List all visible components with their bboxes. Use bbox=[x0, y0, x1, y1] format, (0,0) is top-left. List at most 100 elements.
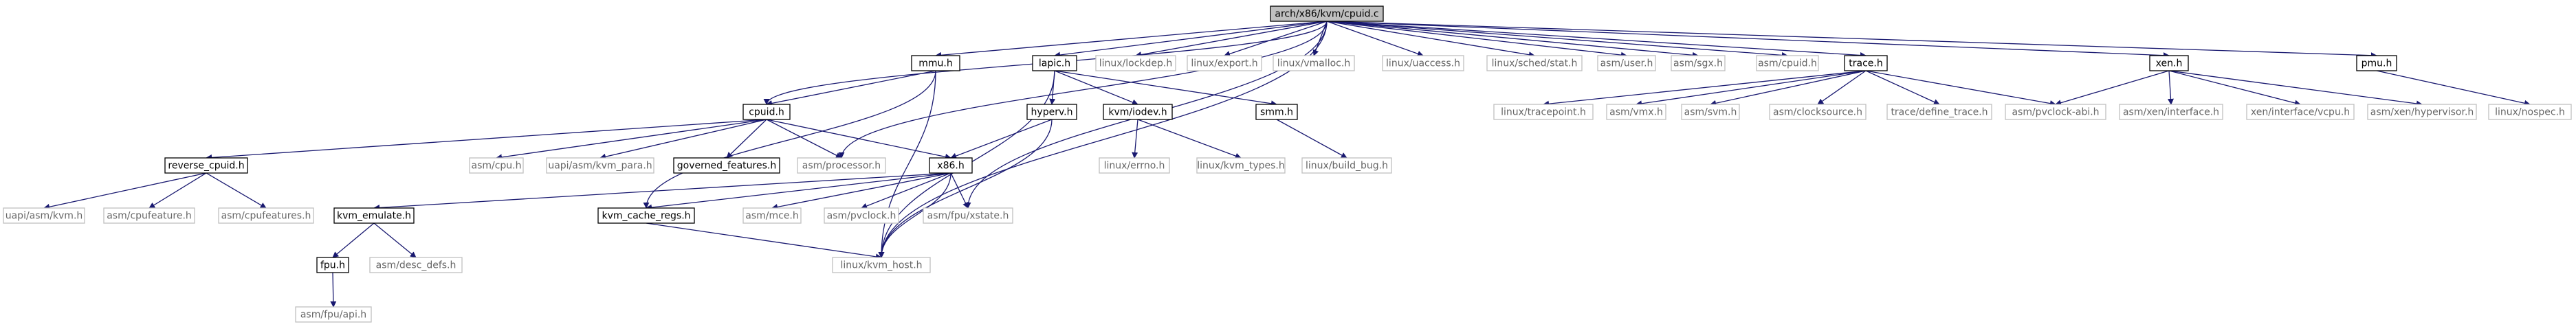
node-label: trace.h bbox=[1849, 58, 1882, 69]
node-asmsvm: asm/svm.h bbox=[1681, 104, 1740, 120]
node-label: linux/kvm_types.h bbox=[1197, 161, 1284, 172]
edge-kvmiodev-to-errno bbox=[1132, 119, 1138, 159]
node-nospec: linux/nospec.h bbox=[2488, 104, 2572, 120]
node-label: trace/define_trace.h bbox=[1891, 107, 1988, 118]
node-label: lapic.h bbox=[1039, 58, 1070, 69]
node-cpuid[interactable]: cpuid.h bbox=[742, 104, 791, 120]
node-label: governed_features.h bbox=[677, 161, 776, 172]
node-hyperv[interactable]: hyperv.h bbox=[1026, 104, 1077, 120]
node-box bbox=[316, 257, 349, 273]
node-box bbox=[929, 157, 973, 174]
node-box bbox=[2367, 104, 2477, 120]
node-uaccess: linux/uaccess.h bbox=[1382, 55, 1464, 71]
node-uapikvm: uapi/asm/kvm.h bbox=[3, 207, 85, 224]
node-box bbox=[469, 157, 524, 174]
node-trace[interactable]: trace.h bbox=[1844, 55, 1888, 71]
node-asmpvclock: asm/pvclock.h bbox=[824, 207, 899, 224]
node-label: asm/pvclock-abi.h bbox=[2012, 107, 2099, 118]
node-mmu[interactable]: mmu.h bbox=[911, 55, 960, 71]
node-label: reverse_cpuid.h bbox=[168, 161, 244, 172]
node-vmalloc: linux/vmalloc.h bbox=[1273, 55, 1355, 71]
node-box bbox=[2005, 104, 2106, 120]
node-x86[interactable]: x86.h bbox=[929, 157, 973, 174]
node-label: linux/tracepoint.h bbox=[1501, 107, 1586, 118]
node-governed[interactable]: governed_features.h bbox=[673, 157, 780, 174]
node-lapic[interactable]: lapic.h bbox=[1032, 55, 1077, 71]
node-box bbox=[1886, 104, 1992, 120]
node-box bbox=[103, 207, 195, 224]
edge-trace-to-definetrace bbox=[1865, 70, 1940, 105]
edge-hyperv-to-x86 bbox=[950, 119, 1053, 159]
edge-mmu-to-cpuid bbox=[766, 70, 936, 106]
node-box bbox=[2119, 104, 2223, 120]
node-asmsgx: asm/sgx.h bbox=[1671, 55, 1726, 71]
edge-lapic-to-smm bbox=[1054, 70, 1277, 107]
node-box bbox=[1270, 5, 1384, 22]
node-label: asm/clocksource.h bbox=[1773, 107, 1862, 118]
node-box bbox=[597, 207, 695, 224]
edge-x86-to-kvmcacheregs bbox=[646, 172, 951, 211]
node-cpufeature: asm/cpufeature.h bbox=[103, 207, 195, 224]
node-xen[interactable]: xen.h bbox=[2149, 55, 2189, 71]
edge-trace-to-asmsvm bbox=[1710, 70, 1867, 106]
node-box bbox=[2488, 104, 2572, 120]
edge-root-to-asmuser bbox=[1326, 21, 1627, 58]
node-root[interactable]: arch/x86/kvm/cpuid.c bbox=[1270, 5, 1384, 22]
node-clocksource: asm/clocksource.h bbox=[1769, 104, 1867, 120]
node-reversecpuid[interactable]: reverse_cpuid.h bbox=[164, 157, 248, 174]
edge-xen-to-xeninterface bbox=[2168, 70, 2174, 105]
node-fpuxstate: asm/fpu/xstate.h bbox=[923, 207, 1013, 224]
node-label: linux/errno.h bbox=[1104, 161, 1165, 172]
edge-xen-to-xenvcpu bbox=[2168, 70, 2301, 106]
node-kvmemulate[interactable]: kvm_emulate.h bbox=[333, 207, 415, 224]
node-box bbox=[1196, 157, 1286, 174]
node-label: asm/sgx.h bbox=[1673, 58, 1723, 69]
edge-root-to-asmcpuid bbox=[1326, 21, 1788, 58]
node-kvmiodev[interactable]: kvm/iodev.h bbox=[1103, 104, 1173, 120]
edge-cpuid-to-kvmpara bbox=[599, 119, 767, 160]
node-box bbox=[824, 207, 899, 224]
edge-x86-to-asmmce bbox=[771, 172, 951, 210]
node-smm[interactable]: smm.h bbox=[1255, 104, 1298, 120]
node-box bbox=[1493, 104, 1594, 120]
node-label: linux/kvm_host.h bbox=[840, 260, 922, 271]
node-label: asm/processor.h bbox=[802, 161, 881, 172]
node-label: uapi/asm/kvm_para.h bbox=[548, 161, 652, 172]
edge-x86-to-asmpvclock bbox=[861, 172, 951, 209]
edge-pmu-to-nospec bbox=[2376, 70, 2531, 106]
edge-root-to-lockdep bbox=[1135, 21, 1328, 58]
node-label: xen.h bbox=[2156, 58, 2183, 69]
node-export: linux/export.h bbox=[1187, 55, 1262, 71]
node-box bbox=[797, 157, 886, 174]
node-asmvmx: asm/vmx.h bbox=[1606, 104, 1666, 120]
node-kvmcacheregs[interactable]: kvm_cache_regs.h bbox=[597, 207, 695, 224]
edge-kvmcacheregs-to-kvmhost bbox=[646, 222, 882, 260]
node-box bbox=[1273, 55, 1355, 71]
edge-cpuid-to-governed bbox=[726, 119, 767, 159]
edge-root-to-export bbox=[1224, 21, 1328, 57]
edge-root-to-schedstat bbox=[1326, 21, 1535, 58]
node-label: pmu.h bbox=[2362, 58, 2392, 69]
node-label: asm/cpufeature.h bbox=[107, 211, 192, 222]
node-descdefs: asm/desc_defs.h bbox=[369, 257, 463, 273]
node-xeninterface: asm/xen/interface.h bbox=[2119, 104, 2223, 120]
node-box bbox=[1187, 55, 1262, 71]
node-label: asm/xen/interface.h bbox=[2123, 107, 2219, 118]
edge-cpuid-to-asmcpu bbox=[496, 119, 767, 161]
edge-kvmemulate-to-descdefs bbox=[373, 222, 417, 258]
node-tracepoint: linux/tracepoint.h bbox=[1493, 104, 1594, 120]
node-box bbox=[1769, 104, 1867, 120]
edge-trace-to-tracepoint bbox=[1543, 70, 1867, 107]
edge-lapic-to-kvmiodev bbox=[1054, 70, 1138, 106]
node-box bbox=[1681, 104, 1740, 120]
node-label: asm/desc_defs.h bbox=[376, 260, 456, 271]
node-label: asm/mce.h bbox=[745, 211, 799, 222]
node-box bbox=[369, 257, 463, 273]
node-pmu[interactable]: pmu.h bbox=[2356, 55, 2397, 71]
node-pvclockabi: asm/pvclock-abi.h bbox=[2005, 104, 2106, 120]
node-fpu[interactable]: fpu.h bbox=[316, 257, 349, 273]
edge-xen-to-pvclockabi bbox=[2055, 70, 2170, 106]
node-label: linux/sched/stat.h bbox=[1492, 58, 1578, 69]
node-box bbox=[1255, 104, 1298, 120]
node-box bbox=[1095, 55, 1176, 71]
